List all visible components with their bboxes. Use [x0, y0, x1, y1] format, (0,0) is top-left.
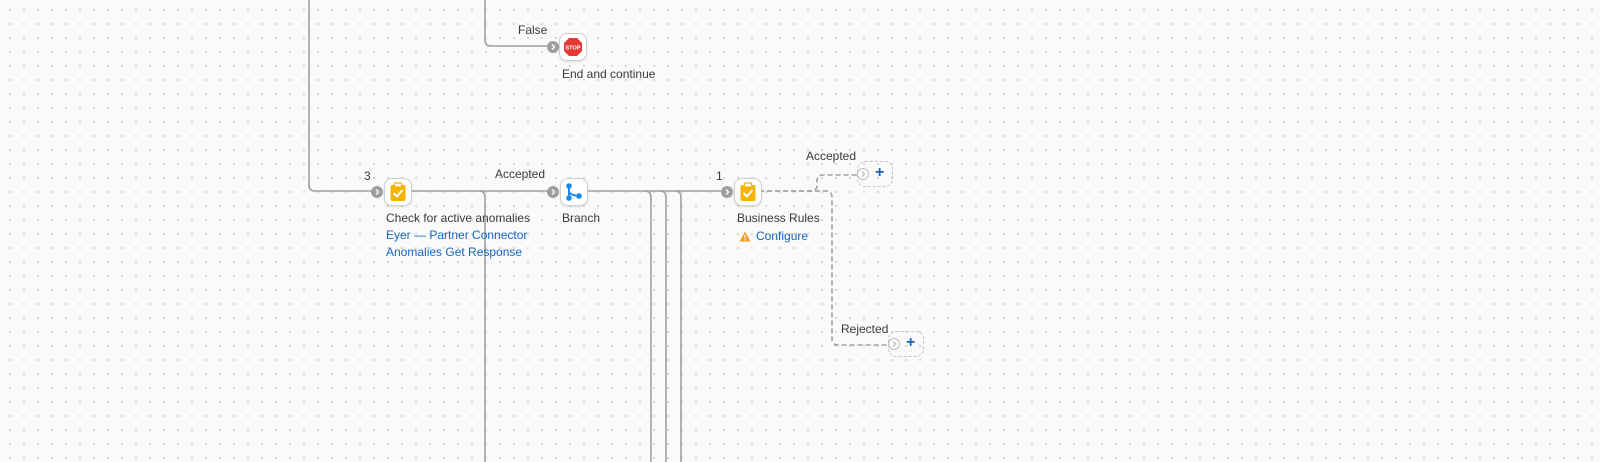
- branch-node-label: Branch: [562, 211, 601, 225]
- branch-icon: [566, 183, 582, 201]
- configure-label: Configure: [756, 229, 809, 243]
- connector-handle-false[interactable]: [547, 41, 559, 53]
- chevron-right-icon: [375, 189, 380, 195]
- empty-connector-icon: [857, 168, 869, 180]
- connector-line-drop-4: [674, 190, 682, 462]
- end-and-continue-node[interactable]: STOP: [559, 33, 587, 61]
- end-node-label: End and continue: [562, 67, 656, 81]
- clipboard-check-icon: [390, 182, 406, 201]
- chevron-right-icon: [551, 189, 556, 195]
- chevron-right-icon: [861, 171, 866, 177]
- plus-icon: +: [875, 164, 885, 181]
- connector-handle-rules[interactable]: [721, 186, 733, 198]
- anomalies-response-link[interactable]: Anomalies Get Response: [386, 245, 523, 259]
- chevron-right-icon: [551, 44, 556, 50]
- plus-icon: +: [906, 334, 916, 351]
- stop-sign-text: STOP: [565, 45, 580, 51]
- rules-node-count: 1: [716, 169, 723, 183]
- partner-connector-link[interactable]: Eyer — Partner Connector: [386, 228, 528, 242]
- stop-sign-icon: STOP: [564, 38, 582, 56]
- empty-connector-icon: [888, 338, 900, 350]
- accepted-branch-label: Accepted: [495, 167, 546, 181]
- chevron-right-icon: [892, 341, 897, 347]
- false-branch-label: False: [518, 23, 548, 37]
- connector-line-false: [484, 0, 548, 47]
- connector-line-drop-1: [478, 190, 486, 462]
- warning-icon: [739, 231, 751, 242]
- check-node-count: 3: [364, 169, 371, 183]
- rules-node-label: Business Rules: [737, 211, 820, 225]
- connector-line-rejected: [759, 190, 889, 346]
- connector-line-drop-3: [659, 190, 667, 462]
- business-rules-node[interactable]: [734, 178, 762, 206]
- outcome-rejected-label: Rejected: [841, 322, 889, 336]
- connector-line-drop-2: [644, 190, 652, 462]
- connector-handle-check[interactable]: [371, 186, 383, 198]
- outcome-accepted-label: Accepted: [806, 149, 857, 163]
- chevron-right-icon: [725, 189, 730, 195]
- branch-node[interactable]: [560, 178, 588, 206]
- connector-line-accepted: [759, 174, 858, 192]
- add-step-rejected-button[interactable]: +: [888, 331, 924, 357]
- configure-link[interactable]: Configure: [739, 229, 808, 243]
- connector-handle-branch[interactable]: [547, 186, 559, 198]
- check-anomalies-node[interactable]: [384, 178, 412, 206]
- connector-line-main: [308, 0, 372, 192]
- add-step-accepted-button[interactable]: +: [857, 161, 893, 187]
- clipboard-check-icon: [740, 182, 756, 201]
- check-node-label: Check for active anomalies: [386, 211, 531, 225]
